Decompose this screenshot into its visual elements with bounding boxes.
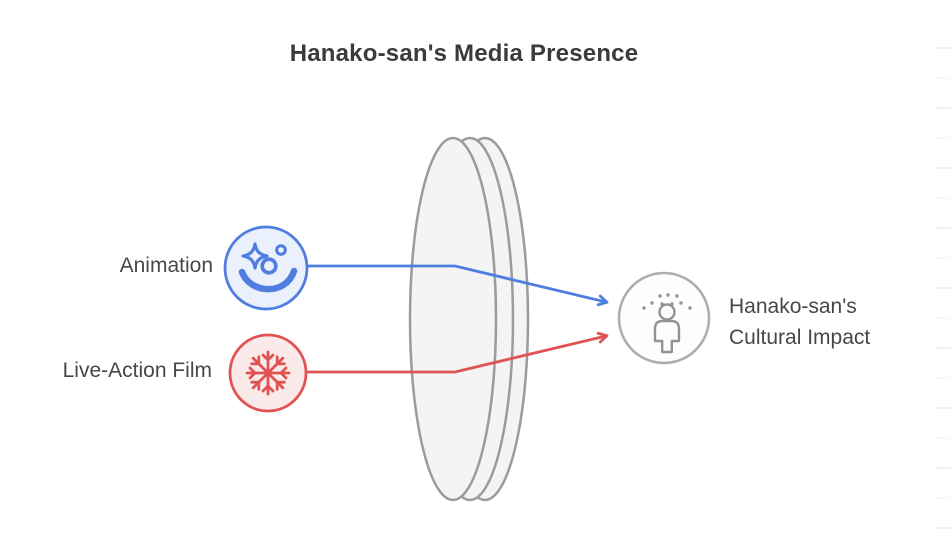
page-edge-artifacts bbox=[935, 47, 951, 529]
live-action-label: Live-Action Film bbox=[62, 359, 212, 382]
animation-node bbox=[223, 225, 309, 311]
lens-shape bbox=[408, 136, 530, 502]
diagram-title: Hanako-san's Media Presence bbox=[289, 40, 639, 67]
snowflake-icon bbox=[245, 350, 291, 396]
cultural-impact-label-line2: Cultural Impact bbox=[729, 326, 871, 349]
animation-ray bbox=[307, 264, 609, 307]
cultural-impact-label-line1: Hanako-san's bbox=[729, 295, 857, 318]
lens-front-ellipse bbox=[408, 136, 498, 502]
cultural-impact-node bbox=[617, 271, 711, 365]
person-impact-icon bbox=[642, 293, 692, 354]
animation-node-circle bbox=[223, 225, 309, 311]
live-action-ray bbox=[306, 331, 609, 374]
live-action-node bbox=[228, 333, 308, 413]
clown-sparkle-face-icon bbox=[238, 242, 298, 293]
cultural-impact-label: Hanako-san's Cultural Impact bbox=[729, 291, 870, 353]
animation-label: Animation bbox=[119, 254, 213, 277]
